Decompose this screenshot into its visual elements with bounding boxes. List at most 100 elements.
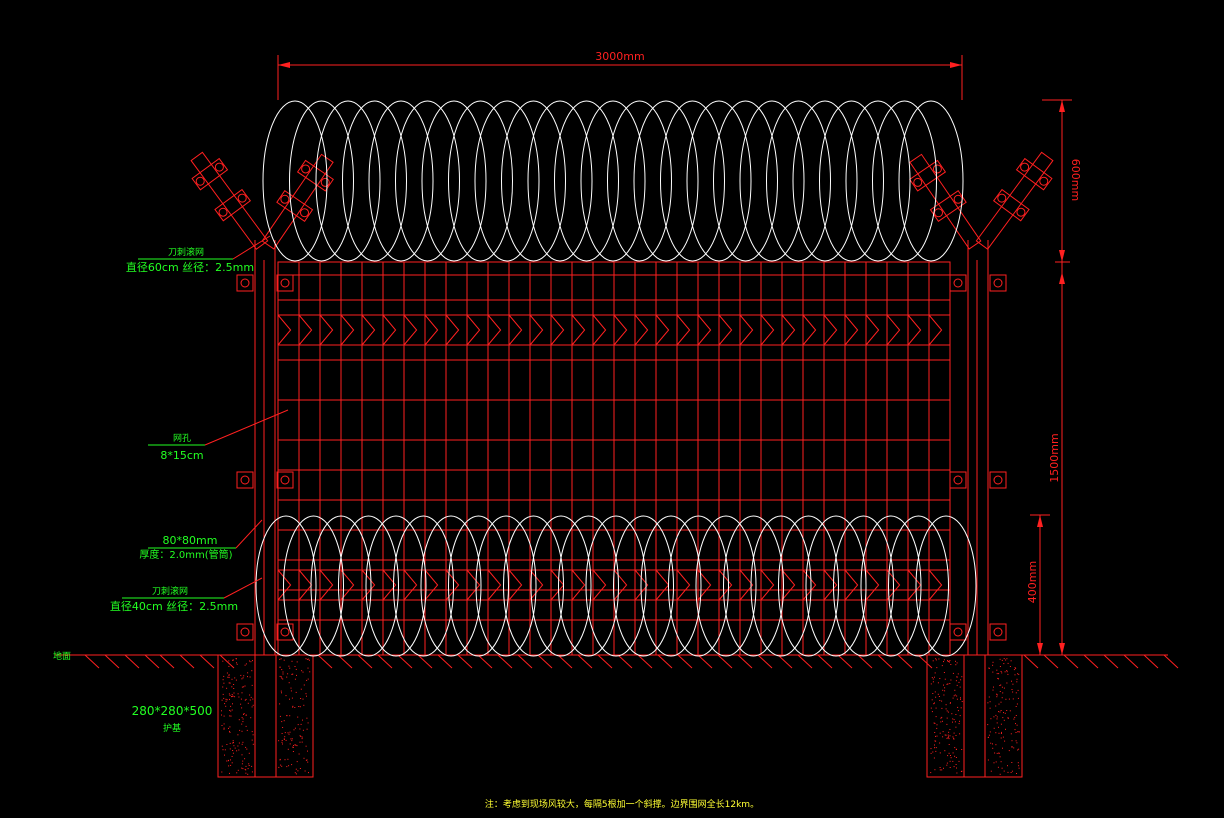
speckle: [249, 676, 251, 678]
speckle: [1018, 765, 1020, 767]
speckle: [948, 731, 950, 733]
speckle: [1003, 663, 1005, 665]
speckle: [1015, 723, 1016, 725]
speckle: [930, 707, 932, 709]
y-arm-brackets: [190, 151, 1054, 250]
speckle: [943, 684, 944, 686]
speckle: [237, 745, 239, 747]
speckle: [955, 757, 957, 758]
speckle: [999, 666, 1001, 667]
speckle: [939, 742, 941, 744]
speckle: [250, 661, 252, 663]
mesh-bend-chevron: [907, 314, 922, 346]
speckle: [229, 715, 231, 717]
mesh-bend-chevron: [319, 314, 334, 346]
speckle: [936, 727, 938, 729]
speckle: [1017, 762, 1019, 764]
speckle: [939, 752, 941, 754]
mesh-bend-chevron: [466, 314, 481, 346]
ground-hatch: [577, 654, 593, 669]
speckle: [990, 770, 992, 772]
mesh-bend-chevron: [445, 569, 460, 601]
speckle: [961, 701, 963, 702]
mesh-bend-chevron: [361, 569, 376, 601]
mesh-bend-chevron: [550, 314, 565, 346]
speckle: [1017, 731, 1019, 733]
mesh-bend-chevron: [445, 314, 460, 346]
speckle: [251, 731, 253, 733]
speckle: [938, 658, 940, 660]
speckle: [935, 696, 937, 698]
top-coil-loop: [633, 100, 699, 262]
speckle: [302, 719, 303, 721]
speckle: [247, 773, 249, 775]
bottom-coil-loop: [365, 515, 427, 657]
speckle: [1001, 697, 1003, 699]
speckle: [303, 684, 305, 686]
arm-hole: [1039, 176, 1049, 186]
speckle: [955, 660, 956, 662]
speckle: [1014, 667, 1016, 669]
fence-posts: [236, 240, 1007, 655]
speckle: [289, 743, 291, 745]
speckle: [993, 686, 994, 688]
top-coil-loop: [660, 100, 725, 262]
speckle: [244, 699, 246, 701]
speckle: [307, 750, 308, 752]
speckle: [228, 660, 230, 662]
ground-hatch: [104, 654, 120, 669]
post-clamp: [236, 471, 254, 489]
top-coil-loop: [580, 100, 646, 262]
speckle: [231, 695, 233, 697]
speckle: [291, 697, 293, 699]
speckle: [233, 688, 235, 689]
speckle: [230, 764, 232, 766]
post-size: 80*80mm: [163, 534, 218, 547]
ground-hatch: [317, 654, 333, 669]
speckle: [243, 714, 245, 715]
speckle: [1014, 716, 1016, 718]
speckle: [281, 765, 283, 767]
footing-name: 护基: [163, 722, 181, 734]
speckle: [930, 752, 932, 754]
speckle: [996, 673, 998, 675]
speckle: [996, 696, 998, 698]
post-leader: [235, 519, 263, 549]
speckle: [226, 760, 228, 762]
arm-hole: [214, 162, 224, 172]
post-clamp-hole: [280, 475, 290, 485]
speckle: [242, 741, 244, 743]
speckle: [248, 765, 250, 766]
speckle: [1000, 701, 1002, 703]
mesh-bend-chevron: [844, 569, 859, 601]
speckle: [1000, 710, 1002, 711]
ground-hatch: [337, 654, 353, 669]
mesh-bend-chevron: [403, 569, 418, 601]
footing-outline: [926, 654, 1023, 778]
speckle: [237, 769, 239, 771]
post-clamp-hole: [240, 475, 250, 485]
top-coil-loop: [739, 100, 805, 262]
arm-hole: [280, 194, 290, 204]
speckle: [241, 717, 243, 719]
arm-hole: [913, 177, 923, 187]
post-clamp: [276, 471, 294, 489]
speckle: [1004, 671, 1006, 673]
speckle: [299, 741, 301, 743]
speckle: [241, 767, 243, 769]
speckle: [956, 695, 958, 697]
speckle: [943, 767, 944, 769]
ground-hatch: [497, 654, 513, 669]
post-clamp: [949, 274, 967, 292]
speckle: [998, 752, 1000, 754]
speckle: [287, 673, 289, 675]
speckle: [241, 763, 243, 765]
speckle: [241, 730, 243, 732]
mesh-bend-chevron: [592, 569, 607, 601]
speckle: [998, 711, 999, 713]
speckle: [947, 660, 948, 662]
bottom-coil-loop: [503, 515, 564, 657]
speckle: [1000, 723, 1002, 725]
speckle: [292, 705, 294, 707]
speckle: [999, 658, 1001, 660]
